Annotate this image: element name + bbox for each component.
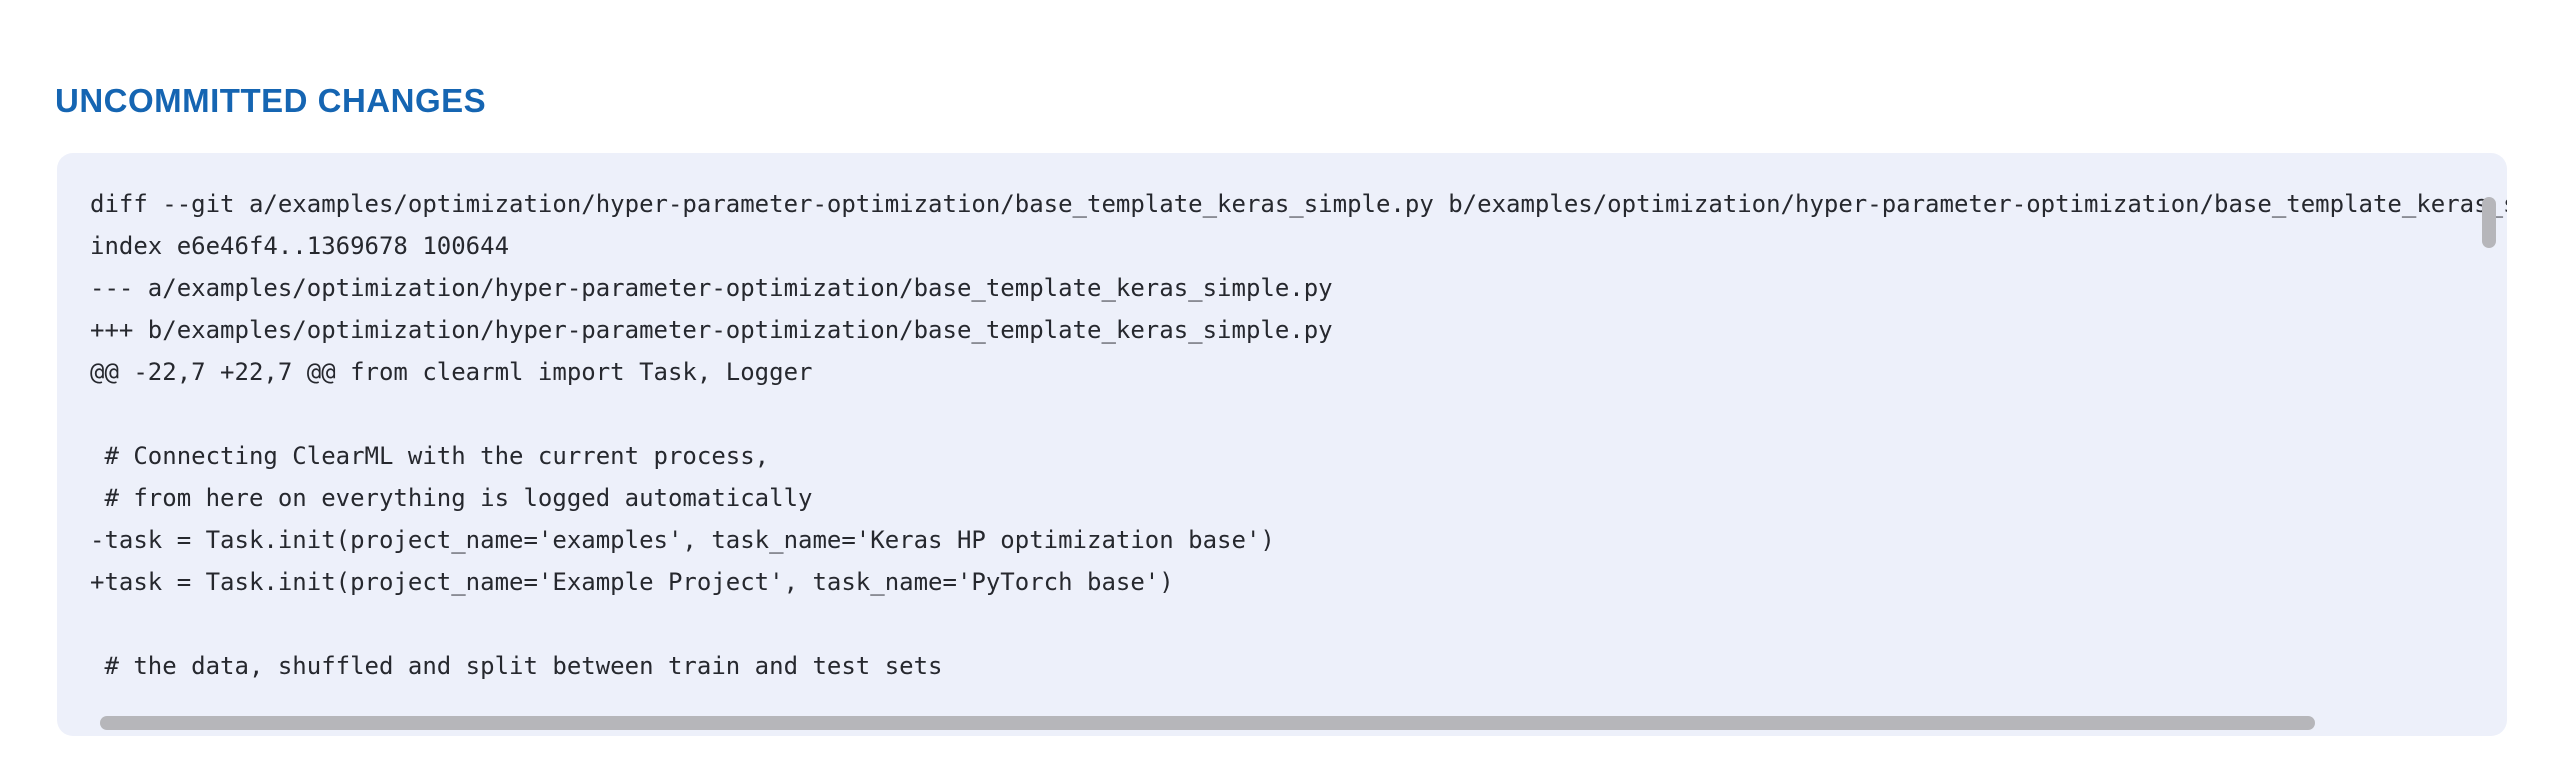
vertical-scrollbar-thumb[interactable]: [2482, 197, 2496, 248]
section-title: UNCOMMITTED CHANGES: [55, 82, 487, 119]
horizontal-scrollbar-thumb[interactable]: [100, 716, 2315, 730]
diff-line: index e6e46f4..1369678 100644: [90, 232, 510, 260]
diff-line: +task = Task.init(project_name='Example …: [90, 568, 1174, 596]
diff-line: [90, 603, 2507, 645]
diff-line: # from here on everything is logged auto…: [90, 484, 813, 512]
diff-line: # the data, shuffled and split between t…: [90, 652, 943, 680]
diff-line: -task = Task.init(project_name='examples…: [90, 526, 1275, 554]
diff-code-viewer[interactable]: diff --git a/examples/optimization/hyper…: [57, 153, 2507, 736]
diff-panel: diff --git a/examples/optimization/hyper…: [57, 153, 2507, 736]
diff-line: @@ -22,7 +22,7 @@ from clearml import Ta…: [90, 358, 813, 386]
diff-line: --- a/examples/optimization/hyper-parame…: [90, 274, 1333, 302]
diff-line: diff --git a/examples/optimization/hyper…: [90, 190, 2507, 218]
diff-line: +++ b/examples/optimization/hyper-parame…: [90, 316, 1333, 344]
diff-line: [90, 393, 2507, 435]
diff-line: # Connecting ClearML with the current pr…: [90, 442, 770, 470]
